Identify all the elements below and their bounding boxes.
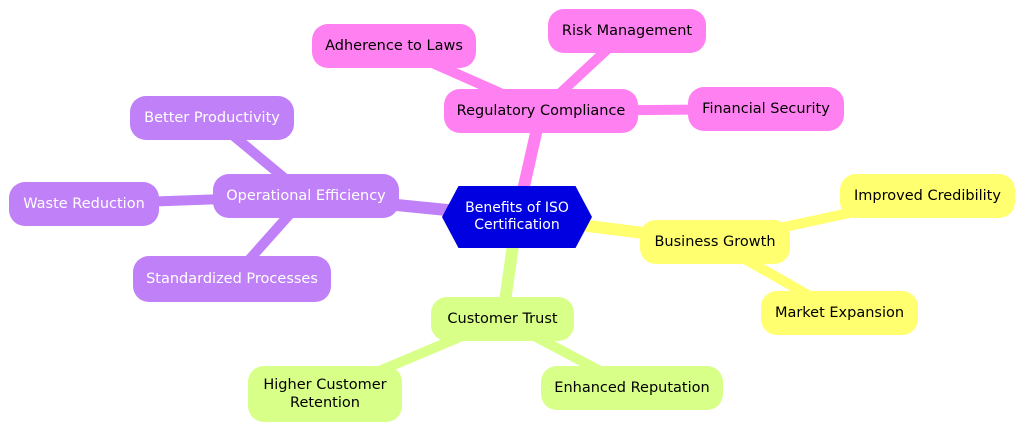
leaf-higher-customer-retention: Higher Customer Retention xyxy=(248,366,402,422)
leaf-improved-credibility: Improved Credibility xyxy=(840,174,1015,218)
leaf-standardized-processes: Standardized Processes xyxy=(133,256,331,302)
branch-regulatory-compliance: Regulatory Compliance xyxy=(444,89,638,133)
branch-customer-trust: Customer Trust xyxy=(431,297,574,341)
root-node: Benefits of ISO Certification xyxy=(442,186,592,248)
leaf-financial-security: Financial Security xyxy=(688,87,844,131)
branch-business-growth: Business Growth xyxy=(640,220,790,264)
leaf-adherence-to-laws: Adherence to Laws xyxy=(312,24,476,68)
branch-operational-efficiency: Operational Efficiency xyxy=(213,174,399,218)
leaf-waste-reduction: Waste Reduction xyxy=(9,182,159,226)
leaf-risk-management: Risk Management xyxy=(548,9,706,53)
leaf-better-productivity: Better Productivity xyxy=(130,96,294,140)
leaf-market-expansion: Market Expansion xyxy=(761,291,918,335)
leaf-enhanced-reputation: Enhanced Reputation xyxy=(541,366,723,410)
